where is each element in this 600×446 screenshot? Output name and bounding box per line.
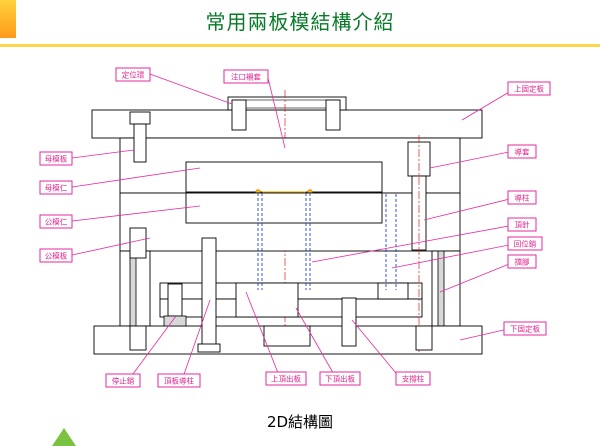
svg-text:擋腳: 擋腳 [515,257,530,267]
knockout-hole [263,325,311,347]
leader-guide-pin [423,197,515,221]
leader-cavity-insert [71,167,201,188]
ejector-right-block [377,282,409,300]
leader-guide-bushing [429,150,515,169]
svg-text:頂針: 頂針 [515,220,530,230]
leader-sprue-bushing [267,77,286,149]
label-bottom-clamp-plate: 下固定板 [503,321,547,336]
top-screw-left-head [129,111,151,125]
leader-top-clamp-plate [461,87,517,121]
label-locating-ring: 定位環 [115,67,151,82]
stop-pin-shape [167,283,183,317]
svg-text:上頂出板: 上頂出板 [271,374,301,384]
leader-return-pin [391,243,515,269]
core-insert-shape [185,192,383,224]
svg-text:公模板: 公模板 [45,251,68,261]
leader-ejector-retainer-plate [245,291,281,379]
label-stop-pin: 停止銷 [105,373,141,388]
ring-screw-right [325,99,341,131]
svg-text:下頂出板: 下頂出板 [325,374,355,384]
svg-text:母模板: 母模板 [45,154,68,164]
label-return-pin: 回位銷 [507,236,543,251]
svg-text:導套: 導套 [515,147,530,157]
leader-ejector-guide-pin [181,299,211,381]
label-core-insert: 公模仁 [39,214,73,229]
label-guide-bushing: 導套 [507,144,537,159]
label-boxes: 定位環 注口襯套 上固定板 母模板 母模仁 公模仁 公模板 導套 [39,67,551,388]
label-ejector-retainer-plate: 上頂出板 [265,371,307,386]
label-ejector-plate: 下頂出板 [319,371,361,386]
leader-ejector-plate [295,307,337,379]
svg-text:下固定板: 下固定板 [510,324,540,334]
cavity-insert-shape [185,161,383,193]
support-block-right-inner [437,250,445,327]
leader-lines [71,73,517,381]
diagram-caption: 2D結構圖 [266,413,334,431]
leader-core-insert [71,205,201,222]
mold-drawing [91,90,483,355]
leaf-decoration [52,428,76,446]
label-support-pillar: 支撐柱 [395,371,431,386]
svg-text:注口襯套: 注口襯套 [231,72,261,82]
bottom-screw-right [415,325,433,351]
svg-text:公模仁: 公模仁 [45,217,68,227]
top-screw-left-body [133,123,147,163]
leader-b-plate [71,237,151,256]
label-cavity-insert: 母模仁 [39,180,73,195]
label-b-plate: 公模板 [39,248,73,263]
corner-accent [0,0,16,38]
leader-locating-ring [149,73,233,105]
support-block-left-inner [129,250,137,327]
svg-text:上固定板: 上固定板 [514,84,544,94]
header-divider [0,44,600,47]
bottom-screw-left [129,325,147,351]
leader-support-block [439,261,515,293]
support-block-right [431,250,461,327]
leader-support-pillar [351,319,401,379]
leader-stop-pin [129,315,177,379]
slide-title: 常用兩板模結構介紹 [205,10,395,34]
svg-text:停止銷: 停止銷 [112,376,135,386]
label-top-clamp-plate: 上固定板 [507,81,551,96]
ring-screw-left [231,99,247,131]
label-a-plate: 母模板 [39,151,73,166]
svg-text:支撐柱: 支撐柱 [402,374,425,384]
svg-text:定位環: 定位環 [122,70,145,80]
top-clamp-plate-shape [91,109,483,139]
svg-text:回位銷: 回位銷 [514,239,537,249]
svg-text:頂板導柱: 頂板導柱 [164,376,194,386]
svg-text:母模仁: 母模仁 [45,183,68,193]
leader-ejector-pin [311,224,515,263]
svg-text:導柱: 導柱 [515,193,530,203]
stop-pin-base [163,315,187,327]
ejector-guide-pin-base [197,343,221,353]
leader-a-plate [71,149,135,159]
label-support-block: 擋腳 [507,254,537,269]
support-pillar-shape [341,297,357,347]
label-guide-pin: 導柱 [507,190,537,205]
b-plate-screw-left [129,227,147,259]
ejector-guide-pin-shape [201,237,217,349]
label-ejector-guide-pin: 頂板導柱 [157,373,201,388]
label-ejector-pin: 頂針 [507,217,537,232]
label-sprue-bushing: 注口襯套 [223,69,269,84]
ejector-center-block [235,282,299,318]
leader-bottom-clamp-plate [459,328,509,341]
